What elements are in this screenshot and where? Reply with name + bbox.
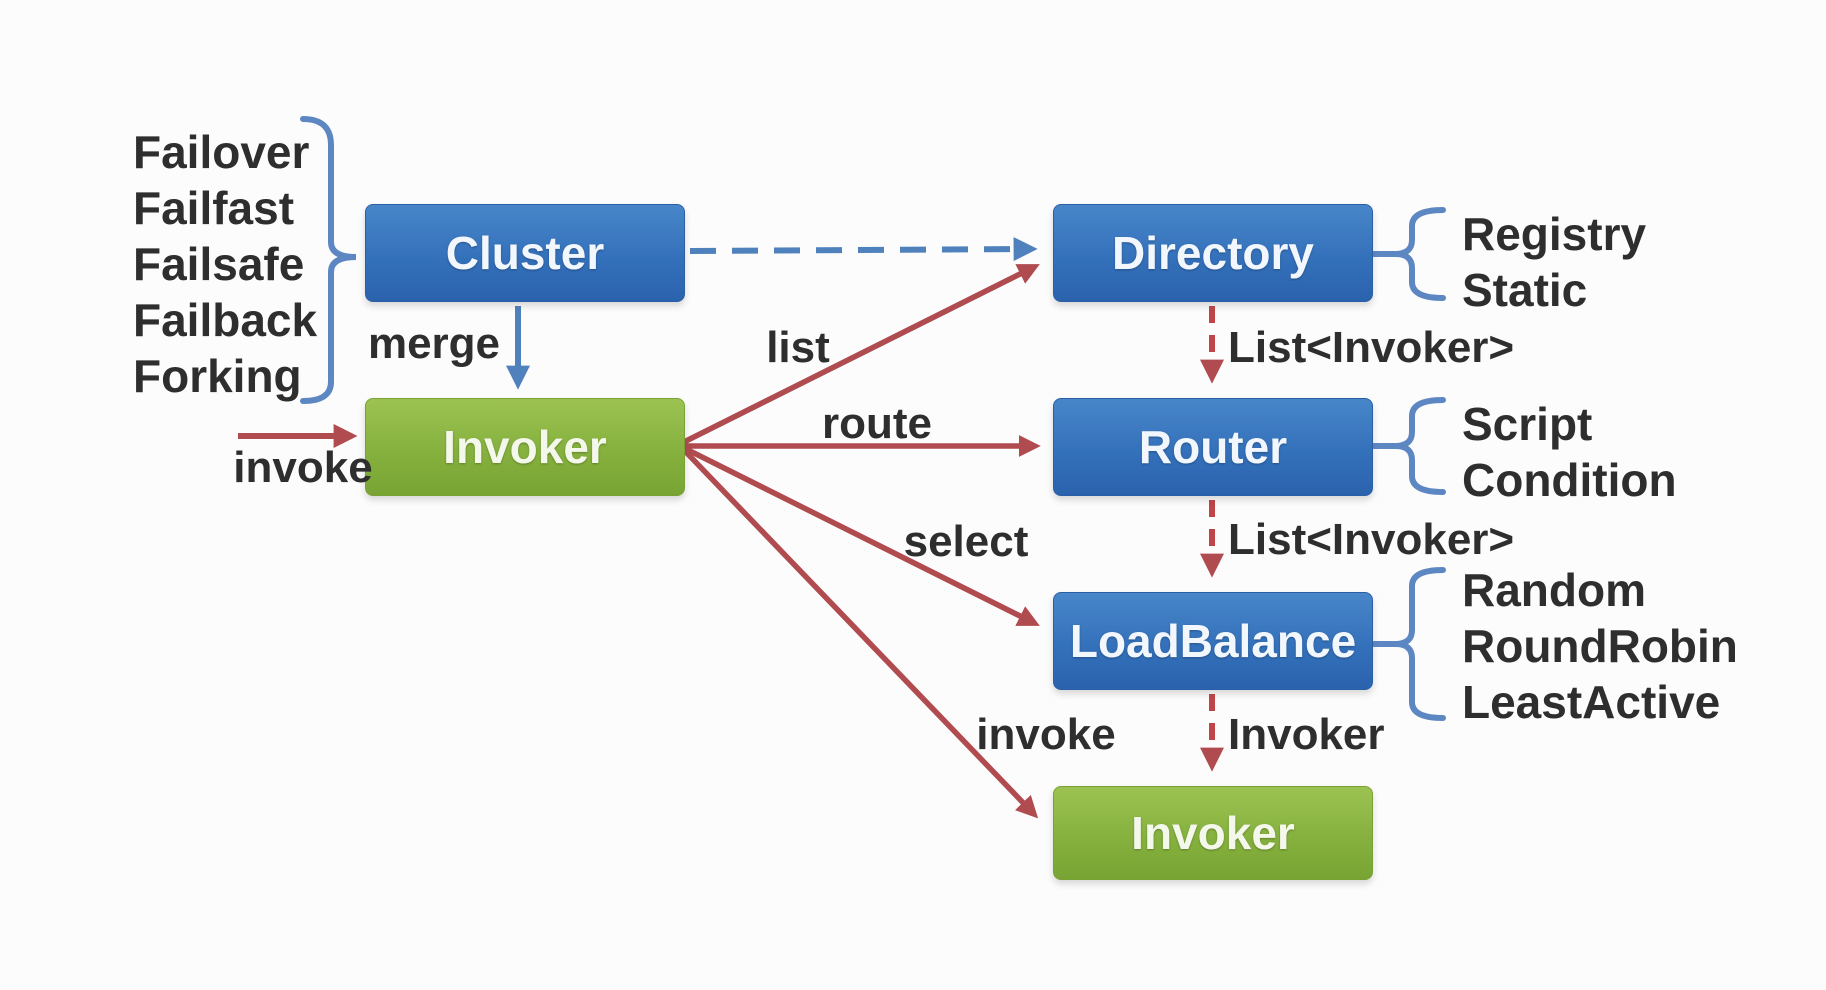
edge-invoker-invoke-invoker <box>682 448 1039 819</box>
annotation-item: Failback <box>133 294 318 346</box>
node-cluster: Cluster <box>365 204 685 302</box>
edge-label-list-invoker-1: List<Invoker> <box>1228 323 1515 372</box>
router-impls-brace <box>1394 397 1446 495</box>
router-impls-list: Script Condition <box>1462 396 1677 508</box>
node-router: Router <box>1053 398 1373 496</box>
directory-impls-brace <box>1394 207 1446 301</box>
node-loadbalance: LoadBalance <box>1053 592 1373 690</box>
annotation-item: Static <box>1462 264 1588 316</box>
annotation-item: Random <box>1462 564 1646 616</box>
node-invoker-main: Invoker <box>365 398 685 496</box>
edge-label-merge: merge <box>367 319 501 368</box>
node-invoker-selected: Invoker <box>1053 786 1373 880</box>
annotation-item: Condition <box>1462 454 1677 506</box>
edge-label-invoke-out: invoke <box>976 710 1116 759</box>
edge-label-select: select <box>903 517 1029 566</box>
annotation-item: Forking <box>133 350 302 402</box>
annotation-item: Failfast <box>133 182 295 234</box>
edge-label-invoker-result: Invoker <box>1228 710 1385 759</box>
edge-cluster-to-directory <box>689 237 1038 262</box>
cluster-impls-bracket <box>300 116 357 404</box>
edge-label-list: list <box>766 323 830 372</box>
annotation-item: Registry <box>1462 208 1647 260</box>
node-directory: Directory <box>1053 204 1373 302</box>
annotation-item: LeastActive <box>1462 676 1721 728</box>
edge-label-invoke-in: invoke <box>233 443 373 492</box>
loadbalance-impls-list: Random RoundRobin LeastActive <box>1462 562 1738 730</box>
edge-label-route: route <box>822 399 932 448</box>
annotation-item: Failover <box>133 126 310 178</box>
directory-impls-list: Registry Static <box>1462 206 1646 318</box>
annotation-item: Script <box>1462 398 1593 450</box>
cluster-impls-list: Failover Failfast Failsafe Failback Fork… <box>133 124 317 404</box>
edge-invoker-select-loadbalance <box>682 445 1040 626</box>
edge-invoker-list-directory <box>682 264 1040 445</box>
edge-label-list-invoker-2: List<Invoker> <box>1228 515 1515 564</box>
loadbalance-impls-brace <box>1394 567 1446 721</box>
annotation-item: RoundRobin <box>1462 620 1738 672</box>
annotation-item: Failsafe <box>133 238 305 290</box>
